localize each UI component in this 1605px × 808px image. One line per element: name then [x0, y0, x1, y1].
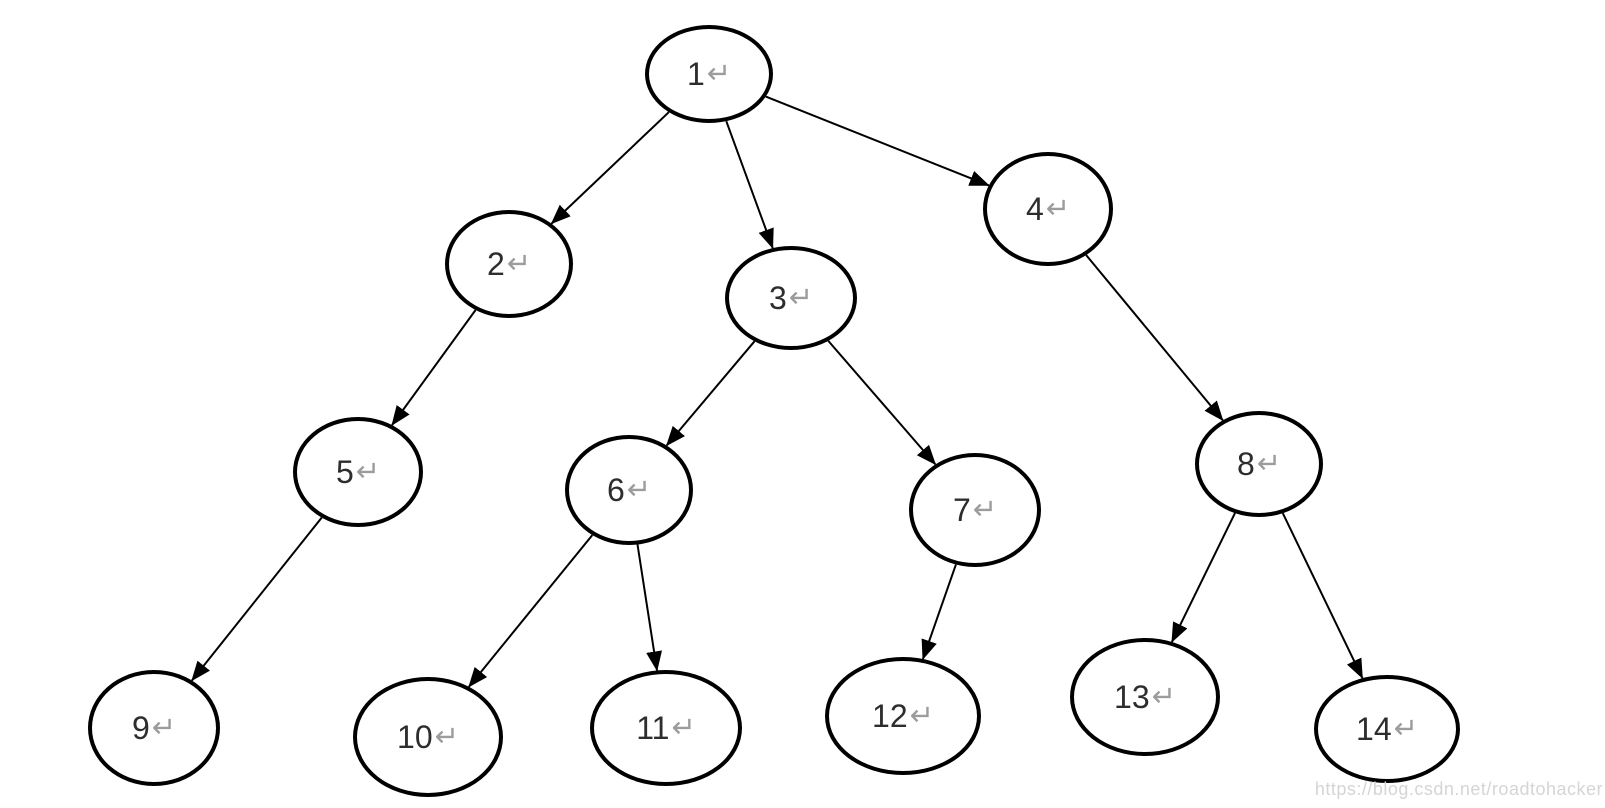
- node-label: 12: [872, 698, 908, 734]
- tree-node-14: 14↵: [1314, 675, 1460, 783]
- return-mark-icon: ↵: [355, 455, 381, 488]
- return-mark-icon: ↵: [1151, 680, 1176, 713]
- node-label: 3: [768, 280, 787, 316]
- node-label: 6: [606, 472, 625, 508]
- tree-node-2: 2↵: [445, 210, 573, 318]
- return-mark-icon: ↵: [626, 473, 652, 506]
- tree-node-9: 9↵: [88, 670, 220, 786]
- tree-node-7: 7↵: [909, 453, 1041, 567]
- tree-node-11: 11↵: [590, 670, 742, 786]
- tree-node-13: 13↵: [1070, 638, 1220, 756]
- return-mark-icon: ↵: [1045, 192, 1071, 225]
- return-mark-icon: ↵: [1256, 447, 1282, 480]
- return-mark-icon: ↵: [909, 699, 934, 732]
- tree-node-12: 12↵: [825, 657, 981, 775]
- tree-node-10: 10↵: [353, 677, 503, 797]
- node-label: 7: [952, 492, 971, 528]
- tree-node-4: 4↵: [983, 152, 1113, 266]
- tree-node-5: 5↵: [293, 417, 423, 527]
- return-mark-icon: ↵: [788, 281, 814, 314]
- return-mark-icon: ↵: [671, 711, 696, 744]
- return-mark-icon: ↵: [506, 247, 532, 280]
- node-label: 4: [1025, 191, 1044, 227]
- return-mark-icon: ↵: [1393, 712, 1418, 745]
- tree-node-6: 6↵: [565, 435, 693, 545]
- return-mark-icon: ↵: [972, 493, 998, 526]
- return-mark-icon: ↵: [706, 57, 732, 90]
- node-label: 5: [335, 454, 354, 490]
- watermark: https://blog.csdn.net/roadtohacker: [1314, 779, 1603, 799]
- node-label: 9: [131, 710, 150, 746]
- tree-node-1: 1↵: [645, 25, 773, 123]
- node-label: 10: [397, 719, 433, 755]
- node-label: 2: [486, 246, 505, 282]
- node-label: 11: [636, 710, 670, 746]
- return-mark-icon: ↵: [434, 720, 459, 753]
- return-mark-icon: ↵: [151, 711, 177, 744]
- node-label: 1: [686, 56, 705, 92]
- node-label: 14: [1356, 711, 1392, 747]
- node-label: 8: [1236, 446, 1255, 482]
- node-label: 13: [1114, 679, 1150, 715]
- tree-node-8: 8↵: [1195, 411, 1323, 517]
- tree-node-3: 3↵: [725, 246, 857, 350]
